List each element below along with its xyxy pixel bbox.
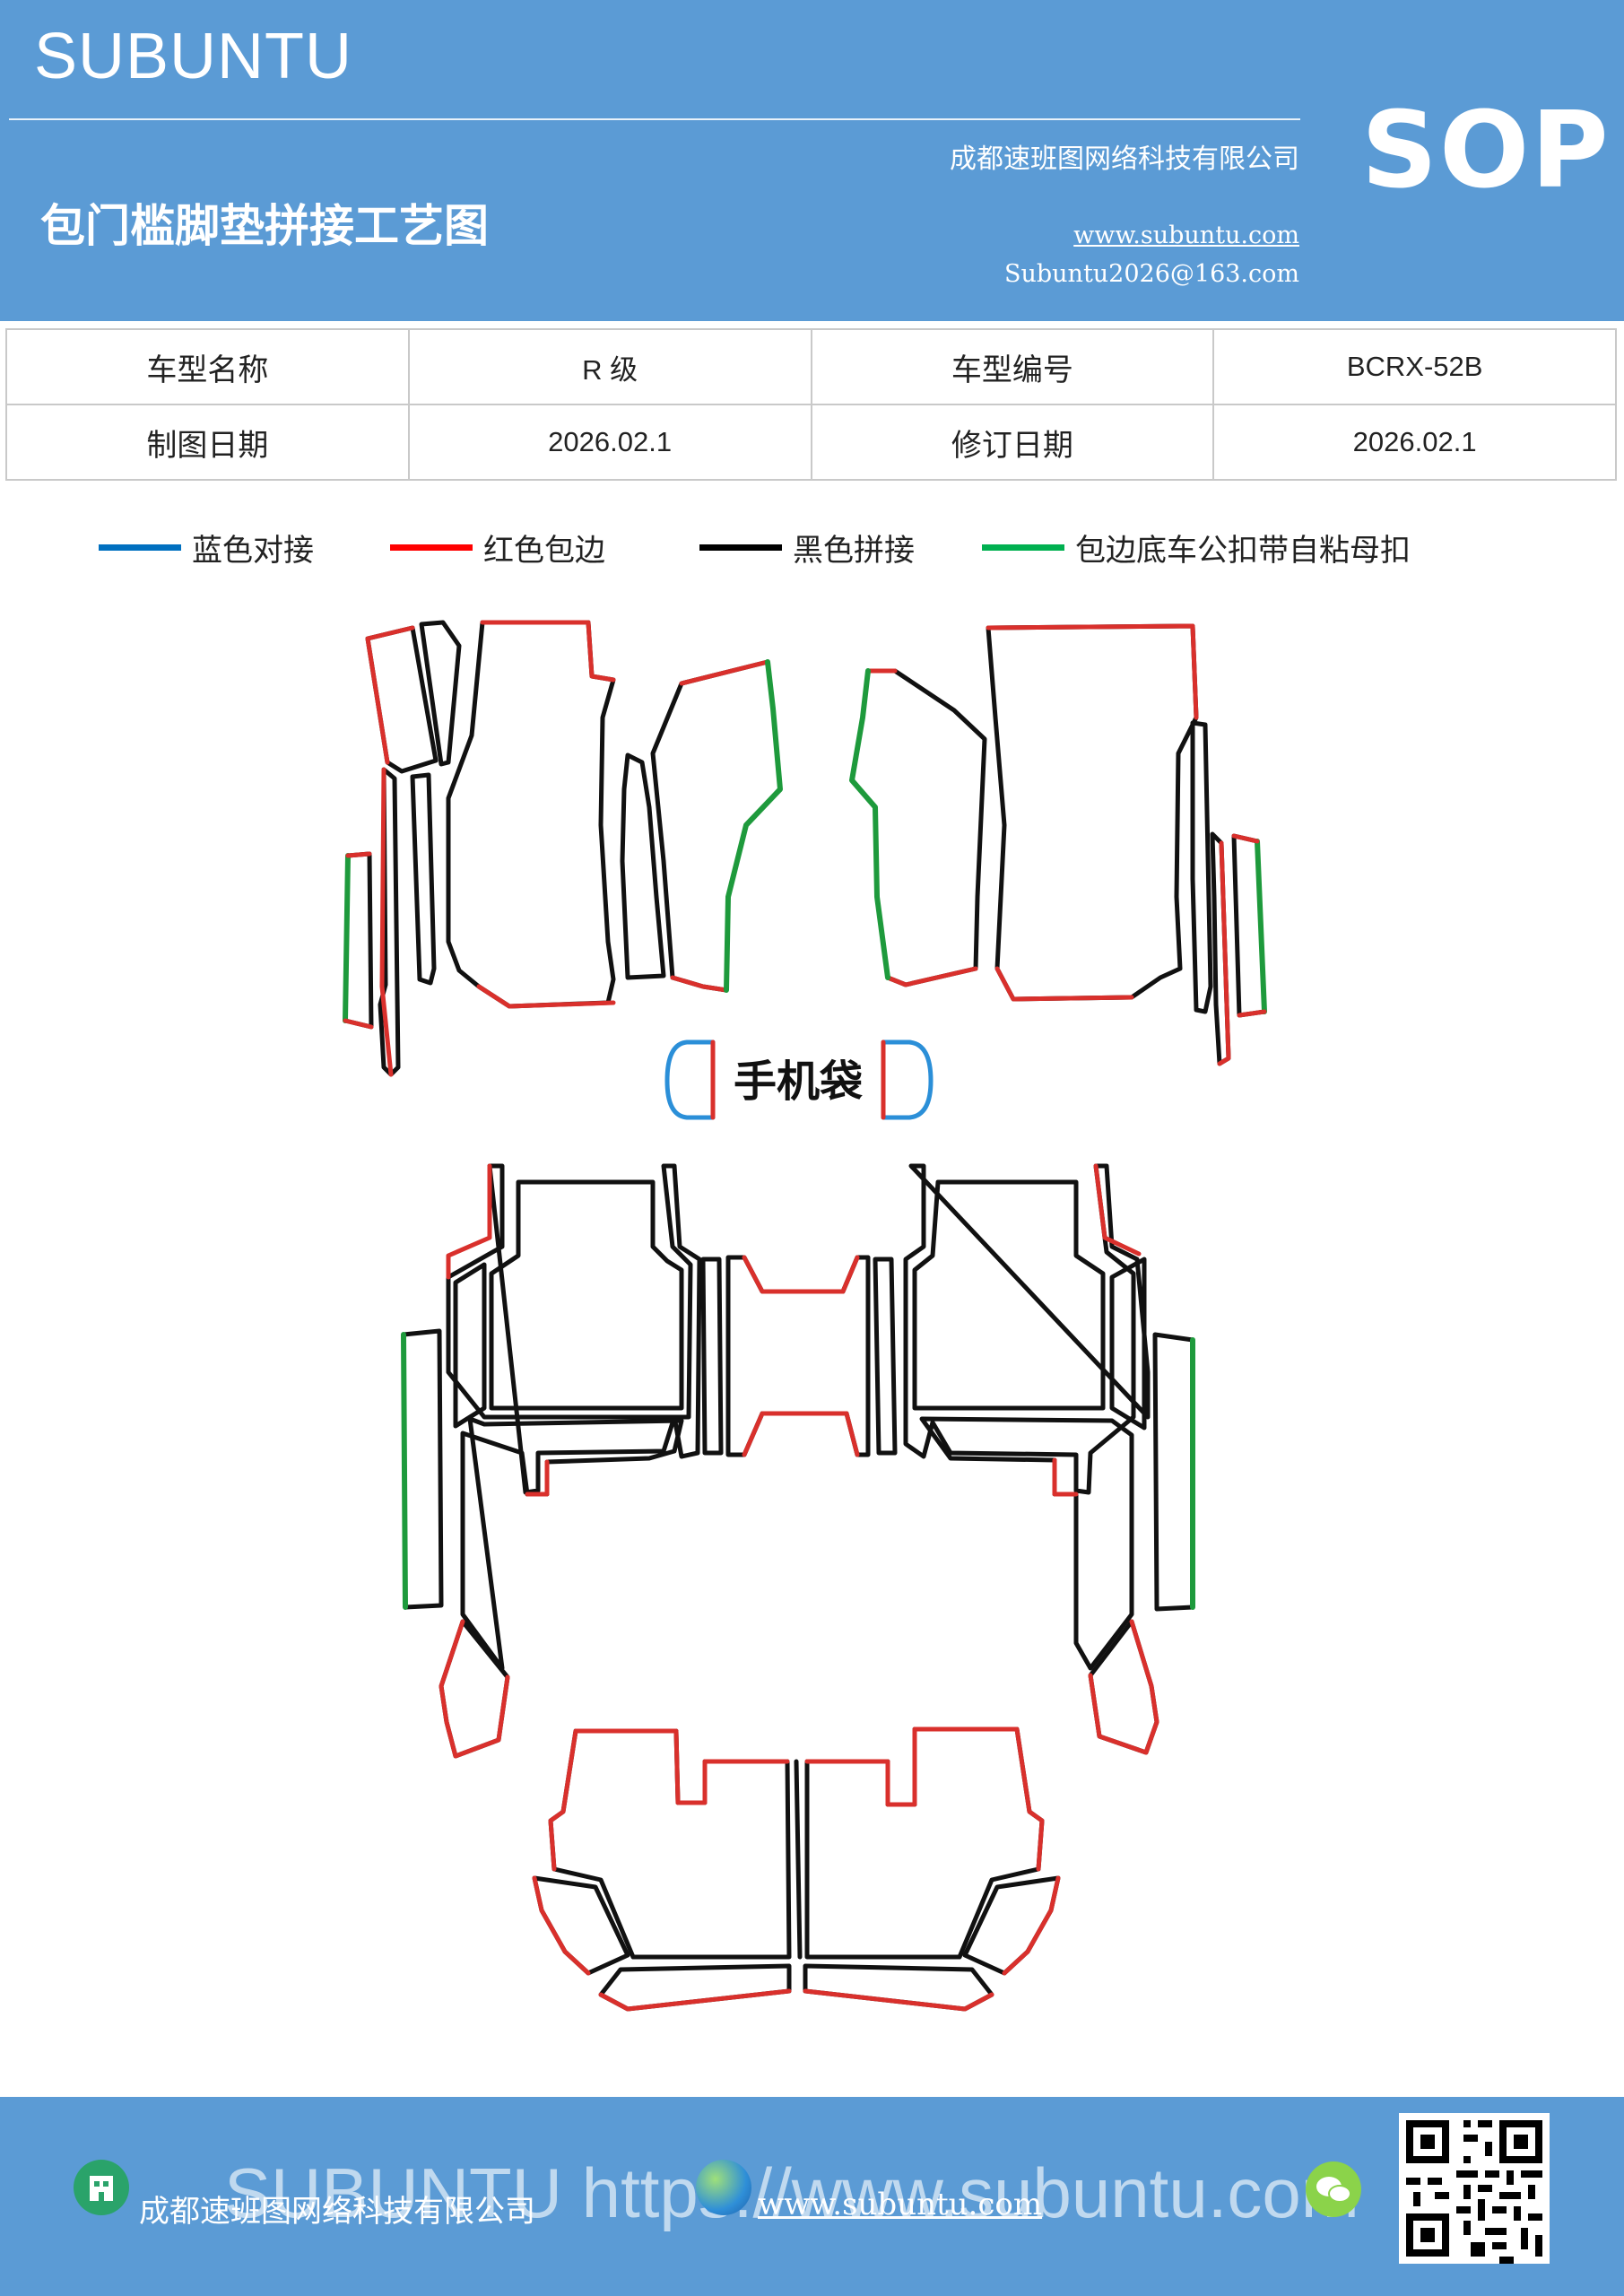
qr-code [1399,2113,1550,2264]
mat-piece [1190,720,1213,1014]
mat-piece [548,1728,792,1960]
rear-row-mats [532,1726,1061,2012]
legend-swatch-green [982,544,1064,551]
mat-edge [865,668,978,987]
mat-edge [1255,839,1267,1014]
mat-piece [446,1163,702,1495]
draw-date-value: 2026.02.1 [407,404,812,481]
sop-badge: SOP [1361,88,1611,212]
mat-piece [1152,1332,1195,1612]
color-legend: 蓝色对接 红色包边 黑色拼接 包边底车公扣带自粘母扣 [0,520,1624,574]
pocket-left-shape [664,1039,716,1120]
info-table: 车型名称 R 级 车型编号 BCRX-52B 制图日期 2026.02.1 修订… [5,328,1617,481]
mat-piece [1109,1257,1147,1431]
mat-edge [1002,1875,1061,1976]
mat-piece [620,752,666,980]
draw-date-label: 制图日期 [5,404,410,481]
floor-mat-diagram: 手机袋 [343,620,1267,2012]
brand-name: SUBUNTU [34,21,353,92]
mat-edge [724,659,783,993]
mat-piece [378,767,401,1077]
mat-piece [460,1416,684,1671]
phone-pocket: 手机袋 [664,1039,934,1120]
legend-label: 红色包边 [483,532,605,569]
footer-website-link[interactable]: www.subuntu.com [758,2187,1043,2222]
mat-piece [849,668,987,987]
mat-edge [401,1332,408,1610]
legend-label: 蓝色对接 [192,532,314,569]
legend-item-black: 黑色拼接 [699,520,915,574]
header-divider [9,118,1300,120]
legend-swatch-black [699,544,782,551]
document-title: 包门槛脚垫拼接工艺图 [40,200,489,252]
mat-edge [343,853,351,1023]
mat-edge [986,623,1199,1002]
mat-edge [670,659,770,993]
mat-edge [1052,1163,1142,1497]
mat-edge [1088,1619,1159,1755]
mat-piece [986,623,1199,1002]
model-name-label: 车型名称 [5,328,410,405]
mat-piece [489,1179,684,1411]
header-company: 成都速班图网络科技有限公司 [950,144,1299,175]
model-name-value: R 级 [407,328,812,405]
mat-edge [1231,833,1267,1018]
footer-banner: SUBUNTU https://www.subuntu.com 成都速班图网络科… [0,2097,1624,2296]
mat-piece [410,772,437,986]
footer-company: 成都速班图网络科技有限公司 [139,2194,535,2230]
pocket-right-shape [881,1039,934,1120]
building-icon [74,2160,129,2215]
mat-edge [849,668,890,980]
mat-edge [532,1875,591,1976]
model-code-label: 车型编号 [810,328,1215,405]
wechat-icon [1306,2161,1361,2217]
mat-piece [873,1257,898,1456]
mat-edge [439,1619,510,1759]
mat-edge [379,767,394,1077]
mat-edge [365,625,415,765]
globe-icon [696,2160,751,2215]
table-row: 车型名称 R 级 车型编号 BCRX-52B [5,328,1617,405]
mat-edge [598,1988,792,2012]
revise-date-label: 修订日期 [810,404,1215,481]
legend-label: 黑色拼接 [793,532,915,569]
mat-edge [804,1726,1045,1872]
legend-item-red: 红色包边 [390,520,605,574]
legend-item-green: 包边底车公扣带自粘母扣 [982,520,1411,574]
mat-piece [401,1328,444,1610]
header-email[interactable]: Subuntu2026@163.com [1004,260,1299,288]
mat-piece [919,1416,1134,1671]
pocket-label: 手机袋 [734,1057,863,1107]
footer-watermark: SUBUNTU https://www.subuntu.com [224,2153,1359,2232]
mat-edge [343,851,374,1030]
legend-swatch-blue [99,544,181,551]
revise-date-value: 2026.02.1 [1212,404,1617,481]
model-code-value: BCRX-52B [1212,328,1617,405]
mat-piece [446,620,616,1009]
table-row: 制图日期 2026.02.1 修订日期 2026.02.1 [5,404,1617,481]
front-right-mats [849,623,1267,1066]
legend-label: 包边底车公扣带自粘母扣 [1075,532,1411,569]
mat-edge [476,620,616,1009]
front-left-mats [343,620,783,1077]
header-website-link[interactable]: www.subuntu.com [1073,222,1299,249]
mat-edge [548,1728,790,1872]
mat-edge [742,1255,860,1457]
mat-piece [453,1262,487,1429]
mat-edge [446,1163,550,1497]
mat-piece [912,1179,1106,1411]
legend-swatch-red [390,544,473,551]
legend-item-blue: 蓝色对接 [99,520,314,574]
mat-edge [803,1988,994,2012]
header-banner: SUBUNTU 成都速班图网络科技有限公司 包门槛脚垫拼接工艺图 www.sub… [0,0,1624,321]
mat-piece [794,1759,803,1960]
mat-piece [650,659,783,993]
mat-edge [1217,840,1231,1066]
middle-row-mats [401,1163,1195,1759]
mat-piece [700,1257,724,1456]
mat-piece [419,620,462,767]
mat-piece [903,1163,1151,1495]
